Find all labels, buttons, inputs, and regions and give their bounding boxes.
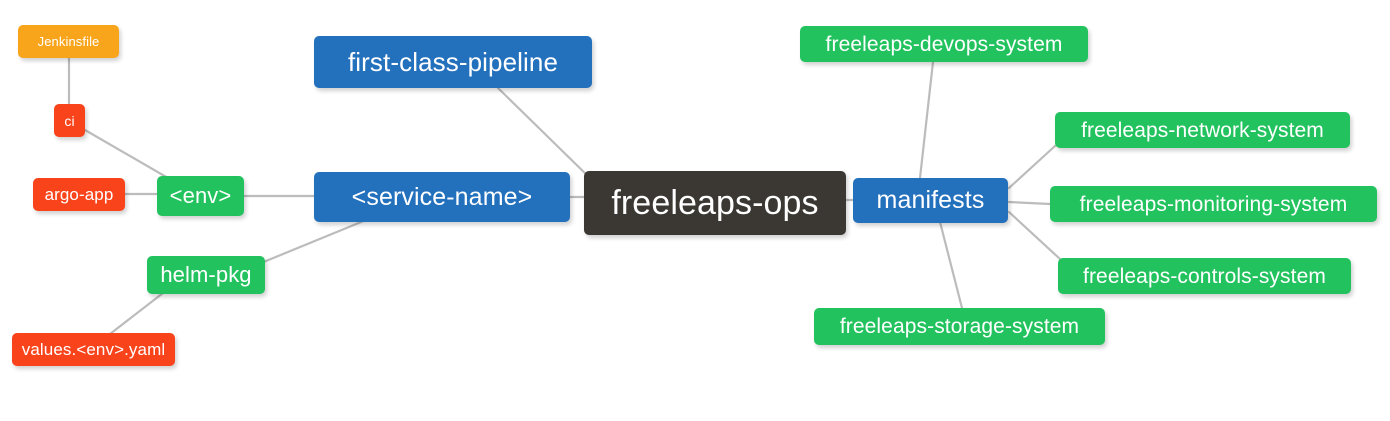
node-first-class-pipeline[interactable]: first-class-pipeline (314, 36, 592, 88)
node-service-name-label: <service-name> (351, 182, 533, 211)
node-ci-label: ci (64, 112, 75, 129)
node-argo-app-label: argo-app (44, 185, 114, 204)
node-helm-pkg[interactable]: helm-pkg (147, 256, 265, 294)
node-root-freeleaps-ops[interactable]: freeleaps-ops (584, 171, 846, 235)
node-freeleaps-devops-system[interactable]: freeleaps-devops-system (800, 26, 1088, 62)
node-freeleaps-storage-system[interactable]: freeleaps-storage-system (814, 308, 1105, 345)
node-jenkinsfile[interactable]: Jenkinsfile (18, 25, 119, 58)
node-service-name[interactable]: <service-name> (314, 172, 570, 222)
edge-manifests-monitoring-system (1007, 200, 1052, 206)
node-root-label: freeleaps-ops (611, 184, 819, 222)
node-argo-app[interactable]: argo-app (33, 178, 125, 211)
node-freeleaps-controls-system[interactable]: freeleaps-controls-system (1058, 258, 1351, 294)
edge-manifests-network-system (1007, 144, 1057, 190)
node-values-yaml[interactable]: values.<env>.yaml (12, 333, 175, 366)
node-freeleaps-storage-system-label: freeleaps-storage-system (839, 315, 1080, 338)
edge-helm-pkg-values-yaml (108, 291, 165, 336)
node-first-class-pipeline-label: first-class-pipeline (347, 47, 559, 77)
edge-env-ci (83, 128, 170, 180)
node-env-label: <env> (169, 183, 232, 208)
node-freeleaps-monitoring-system-label: freeleaps-monitoring-system (1079, 192, 1348, 216)
node-manifests-label: manifests (876, 186, 985, 214)
node-freeleaps-devops-system-label: freeleaps-devops-system (825, 32, 1063, 56)
node-env[interactable]: <env> (157, 176, 244, 216)
edge-root-first-class-pipeline (496, 86, 594, 182)
node-helm-pkg-label: helm-pkg (160, 262, 252, 287)
node-jenkinsfile-label: Jenkinsfile (37, 34, 100, 49)
node-freeleaps-monitoring-system[interactable]: freeleaps-monitoring-system (1050, 186, 1377, 222)
edge-manifests-devops-system (918, 60, 935, 180)
node-freeleaps-network-system[interactable]: freeleaps-network-system (1055, 112, 1350, 148)
node-manifests[interactable]: manifests (853, 178, 1008, 223)
node-freeleaps-network-system-label: freeleaps-network-system (1081, 118, 1324, 142)
edge-manifests-storage-system (938, 220, 964, 310)
node-values-yaml-label: values.<env>.yaml (21, 340, 166, 359)
node-freeleaps-controls-system-label: freeleaps-controls-system (1083, 264, 1326, 288)
node-ci[interactable]: ci (54, 104, 85, 137)
